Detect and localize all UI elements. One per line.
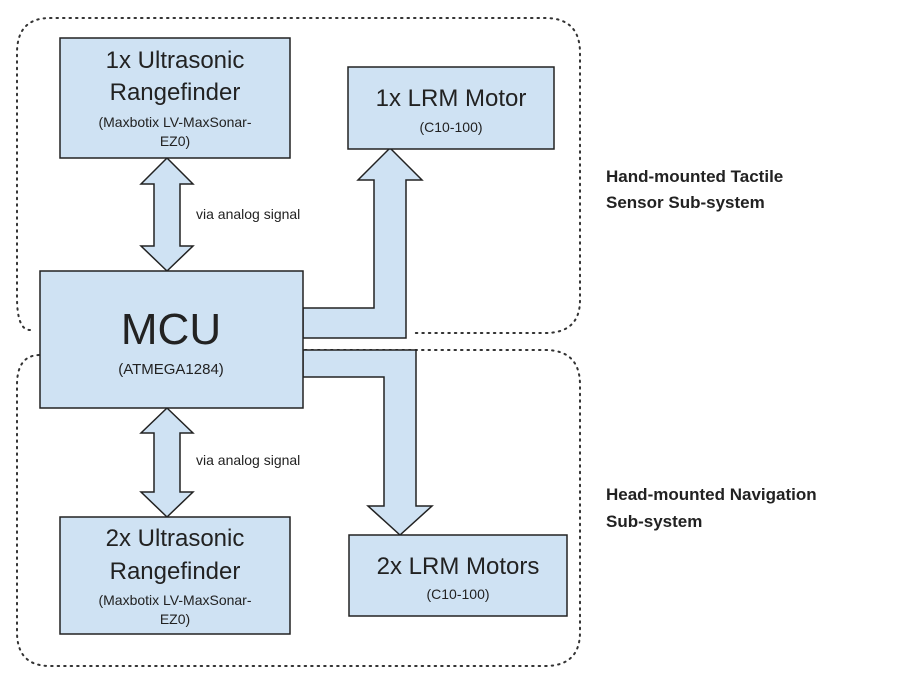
bottom-rangefinder-model-2: EZ0)	[160, 611, 190, 627]
hand-subsystem-region	[16, 17, 581, 334]
head-subsystem-label-2: Sub-system	[606, 512, 702, 531]
top-motor-block: 1x LRM Motor (C10-100)	[347, 66, 555, 150]
mcu-to-bottom-motor-arrow	[302, 349, 434, 537]
bottom-mcu-rangefinder-arrow	[139, 406, 195, 519]
head-subsystem-region	[16, 349, 581, 667]
top-rangefinder-model-2: EZ0)	[160, 133, 190, 149]
top-rangefinder-model-1: (Maxbotix LV-MaxSonar-	[98, 114, 251, 130]
top-motor-model: (C10-100)	[419, 119, 482, 135]
bottom-signal-label: via analog signal	[196, 452, 300, 468]
hand-subsystem-label-2: Sensor Sub-system	[606, 193, 765, 212]
bottom-rangefinder-title-2: Rangefinder	[110, 558, 241, 585]
mcu-to-top-motor-arrow	[302, 146, 424, 339]
mcu-model: (ATMEGA1284)	[118, 361, 224, 378]
top-rangefinder-mcu-arrow	[139, 156, 195, 273]
bottom-rangefinder-block: 2x Ultrasonic Rangefinder (Maxbotix LV-M…	[59, 516, 291, 635]
top-rangefinder-title-1: 1x Ultrasonic	[106, 47, 245, 74]
top-rangefinder-block: 1x Ultrasonic Rangefinder (Maxbotix LV-M…	[59, 37, 291, 159]
bottom-motor-block: 2x LRM Motors (C10-100)	[348, 534, 568, 617]
mcu-title: MCU	[121, 305, 221, 354]
hand-subsystem-label-1: Hand-mounted Tactile	[606, 167, 783, 186]
bottom-motor-model: (C10-100)	[426, 586, 489, 602]
bottom-motor-title: 2x LRM Motors	[377, 553, 540, 580]
mcu-block: MCU (ATMEGA1284)	[39, 270, 304, 409]
top-motor-title: 1x LRM Motor	[376, 85, 527, 112]
bottom-rangefinder-title-1: 2x Ultrasonic	[106, 525, 245, 552]
top-rangefinder-title-2: Rangefinder	[110, 79, 241, 106]
bottom-rangefinder-model-1: (Maxbotix LV-MaxSonar-	[98, 592, 251, 608]
head-subsystem-label-1: Head-mounted Navigation	[606, 485, 817, 504]
top-signal-label: via analog signal	[196, 206, 300, 222]
